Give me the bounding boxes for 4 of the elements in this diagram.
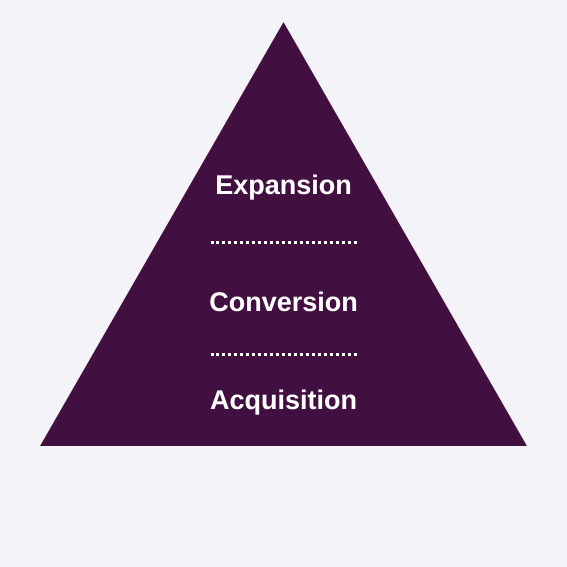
level-label: Acquisition	[210, 385, 357, 415]
level-label: Conversion	[209, 287, 358, 317]
pyramid-shape	[40, 22, 527, 446]
level-label: Expansion	[215, 170, 352, 200]
